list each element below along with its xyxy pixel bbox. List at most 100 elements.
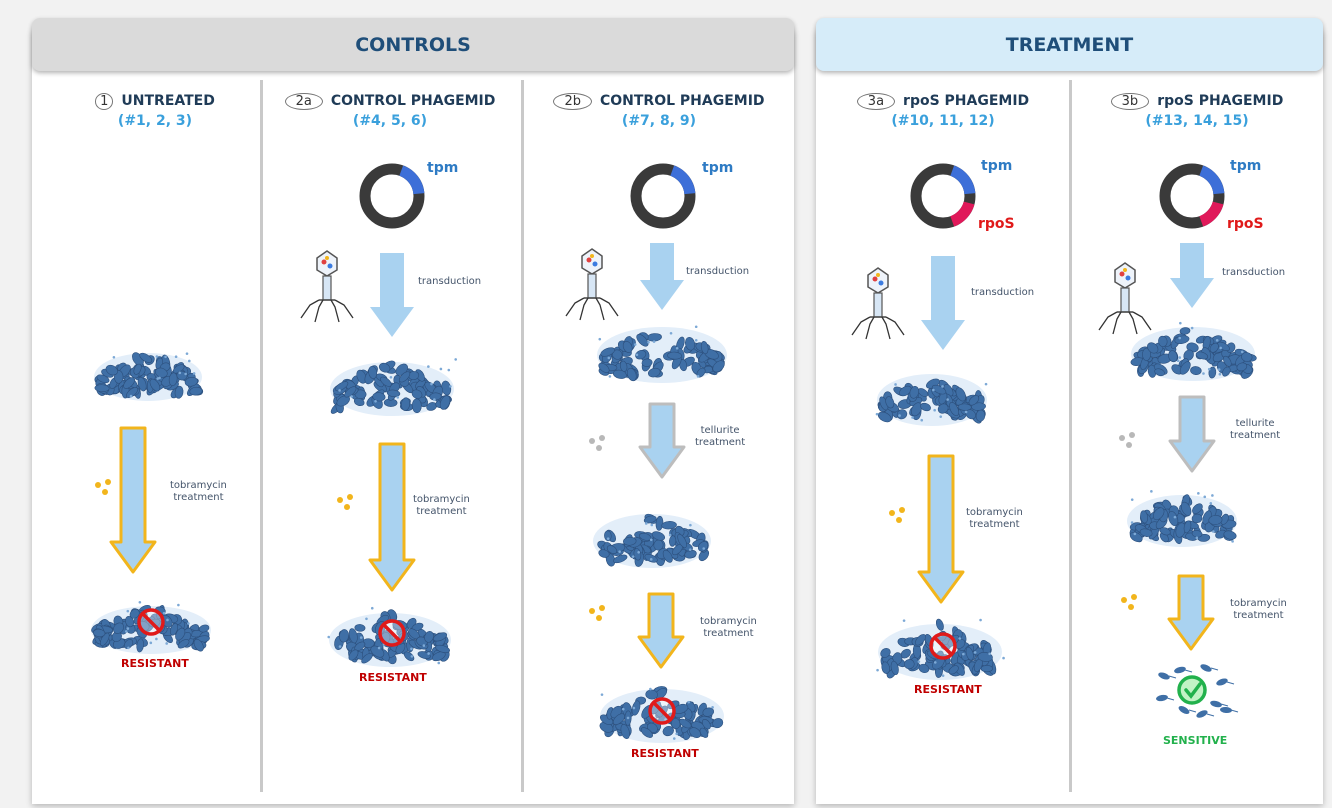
- bacteria-colony: [91, 600, 211, 654]
- colony-speck: [598, 337, 602, 341]
- colony-speck: [618, 550, 621, 553]
- colony-speck: [664, 718, 667, 721]
- bacterium: [662, 549, 673, 563]
- plasmid-icon: [359, 163, 425, 229]
- colony-speck: [350, 395, 353, 398]
- bacterium: [662, 725, 674, 737]
- bacterium: [1174, 335, 1190, 344]
- colony-speck: [635, 353, 639, 357]
- drug-particle: [1121, 597, 1127, 603]
- bacterium: [139, 352, 153, 363]
- column-badge: 1: [95, 93, 114, 110]
- bacterium: [149, 378, 161, 392]
- colony-speck: [138, 600, 142, 604]
- bacterium: [1142, 347, 1152, 361]
- colony-speck: [422, 644, 426, 647]
- colony-speck: [327, 635, 331, 639]
- bacterium: [619, 360, 628, 372]
- bacterium: [439, 395, 451, 410]
- colony-speck: [1002, 656, 1005, 660]
- colony-speck: [633, 343, 637, 346]
- column-name: CONTROL PHAGEMID: [599, 93, 765, 109]
- bacterium: [648, 367, 661, 378]
- colony-speck: [600, 693, 604, 696]
- bacterium: [909, 386, 920, 399]
- bacteria-colony: [597, 325, 727, 383]
- bacterium: [1147, 342, 1159, 354]
- colony-speck: [647, 340, 650, 344]
- bacterium: [968, 395, 980, 406]
- bacterium: [1208, 515, 1223, 525]
- bacteria-colony: [593, 513, 711, 568]
- phage-dna: [1125, 275, 1131, 281]
- rpos-label: rpoS: [1227, 216, 1264, 232]
- bacteria-colony: [875, 374, 988, 426]
- bacterium: [378, 362, 391, 373]
- tpm-label: tpm: [702, 160, 734, 176]
- prohibited-slash: [382, 623, 402, 643]
- rpos-label: rpoS: [978, 216, 1015, 232]
- bacterium: [635, 350, 647, 360]
- plasmid-icon: [910, 163, 976, 229]
- phage-icon: [300, 250, 354, 323]
- bacterium: [198, 624, 210, 633]
- colony-speck: [917, 660, 921, 663]
- bacterium: [1217, 341, 1230, 351]
- colony-speck: [365, 617, 368, 621]
- tpm-segment: [950, 165, 976, 195]
- colony-speck: [608, 375, 612, 378]
- tobramycin-icon: [889, 507, 905, 523]
- transduction-label: transduction: [1222, 267, 1286, 278]
- bacterium: [948, 665, 959, 675]
- prohibited-slash: [141, 612, 161, 632]
- plasmid-icon: [630, 163, 696, 229]
- colony-speck: [1219, 346, 1222, 350]
- colony-speck: [1176, 359, 1180, 363]
- phage-leg: [865, 316, 875, 340]
- bacterium: [189, 386, 203, 396]
- bacterium: [885, 396, 895, 409]
- bacterium: [380, 376, 392, 387]
- bacterium: [348, 649, 359, 661]
- result-label: RESISTANT: [121, 657, 189, 670]
- colony-speck: [979, 618, 982, 622]
- phage-dna: [872, 276, 878, 282]
- bacterium: [1168, 511, 1179, 527]
- bacterium-tail: [1168, 675, 1177, 679]
- colony-speck: [650, 523, 654, 527]
- bacterium: [100, 632, 110, 647]
- drug-particle: [889, 510, 895, 516]
- drug-particle: [899, 507, 905, 513]
- colony-speck: [911, 416, 914, 419]
- colony-speck: [941, 674, 945, 677]
- tobramycin-icon: [95, 479, 111, 495]
- result-label: SENSITIVE: [1163, 734, 1228, 747]
- bacterium: [702, 707, 715, 717]
- transduction-label: transduction: [418, 276, 482, 287]
- colony-speck: [649, 558, 653, 561]
- colony-speck: [427, 365, 430, 368]
- column-name: UNTREATED: [121, 93, 215, 109]
- colony-speck: [185, 352, 189, 355]
- bacterium: [881, 661, 890, 674]
- colony-speck: [964, 410, 968, 414]
- check-ring: [1177, 675, 1207, 705]
- bacterium: [1168, 350, 1178, 363]
- phage-leg: [330, 299, 340, 323]
- bacterium: [417, 651, 431, 659]
- colony-speck: [1195, 536, 1199, 540]
- bacterium: [1139, 528, 1153, 537]
- bacterium-tail: [1188, 709, 1197, 713]
- drug-particle: [589, 608, 595, 614]
- colony-speck: [1215, 339, 1219, 342]
- bacterium: [170, 623, 179, 636]
- phage-leg: [1132, 311, 1152, 331]
